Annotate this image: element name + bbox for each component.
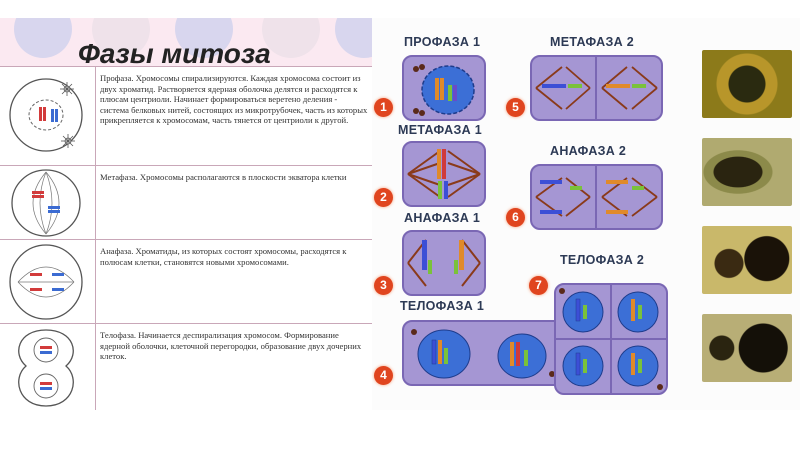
telophase-1-cell bbox=[402, 320, 564, 386]
phase-description: Телофаза. Начинается деспирализация хром… bbox=[100, 330, 362, 362]
stage-number-badge: 1 bbox=[374, 98, 393, 117]
phases-table: Профаза. Хромосомы спирализируются. Кажд… bbox=[0, 66, 372, 410]
stage-label-telophase-1: ТЕЛОФАЗА 1 bbox=[400, 299, 485, 313]
anaphase-1-cell bbox=[402, 230, 486, 296]
phase-description: Метафаза. Хромосомы располагаются в плос… bbox=[100, 172, 347, 182]
metaphase-2-cell bbox=[530, 55, 663, 121]
telophase-2-cell bbox=[554, 283, 668, 395]
stage-label-metaphase-2: МЕТАФАЗА 2 bbox=[550, 35, 634, 49]
table-row: Метафаза. Хромосомы располагаются в плос… bbox=[0, 165, 372, 240]
stage-label-metaphase-1: МЕТАФАЗА 1 bbox=[398, 123, 482, 137]
meiosis-stages-panel: ПРОФАЗА 1 МЕТАФАЗА 1 АНАФАЗА 1 ТЕЛОФАЗА … bbox=[372, 18, 800, 410]
phase-description: Анафаза. Хроматиды, из которых состоят х… bbox=[100, 246, 347, 267]
micrograph-metaphase bbox=[702, 138, 792, 206]
phase-description: Профаза. Хромосомы спирализируются. Кажд… bbox=[100, 73, 368, 126]
table-row: Профаза. Хромосомы спирализируются. Кажд… bbox=[0, 66, 372, 166]
table-row: Анафаза. Хроматиды, из которых состоят х… bbox=[0, 239, 372, 324]
stage-number-badge: 4 bbox=[374, 366, 393, 385]
telophase-diagram bbox=[0, 324, 96, 410]
prophase-1-cell bbox=[402, 55, 486, 121]
prophase-diagram bbox=[0, 67, 96, 166]
anaphase-diagram bbox=[0, 240, 96, 324]
stage-number-badge: 7 bbox=[529, 276, 548, 295]
metaphase-diagram bbox=[0, 166, 96, 240]
stage-label-prophase-1: ПРОФАЗА 1 bbox=[404, 35, 481, 49]
stage-label-anaphase-1: АНАФАЗА 1 bbox=[404, 211, 481, 225]
decor-circle bbox=[335, 18, 372, 58]
stage-number-badge: 6 bbox=[506, 208, 525, 227]
table-row: Телофаза. Начинается деспирализация хром… bbox=[0, 323, 372, 410]
stage-label-telophase-2: ТЕЛОФАЗА 2 bbox=[560, 253, 645, 267]
micrograph-anaphase bbox=[702, 226, 792, 294]
stage-number-badge: 5 bbox=[506, 98, 525, 117]
decor-circle bbox=[14, 18, 72, 58]
micrograph-telophase bbox=[702, 314, 792, 382]
stage-label-anaphase-2: АНАФАЗА 2 bbox=[550, 144, 627, 158]
micrograph-prophase bbox=[702, 50, 792, 118]
stage-number-badge: 2 bbox=[374, 188, 393, 207]
page-title: Фазы митоза bbox=[78, 38, 271, 69]
mitosis-phases-panel: Фазы митоза bbox=[0, 18, 372, 410]
metaphase-1-cell bbox=[402, 141, 486, 207]
stage-number-badge: 3 bbox=[374, 276, 393, 295]
anaphase-2-cell bbox=[530, 164, 663, 230]
